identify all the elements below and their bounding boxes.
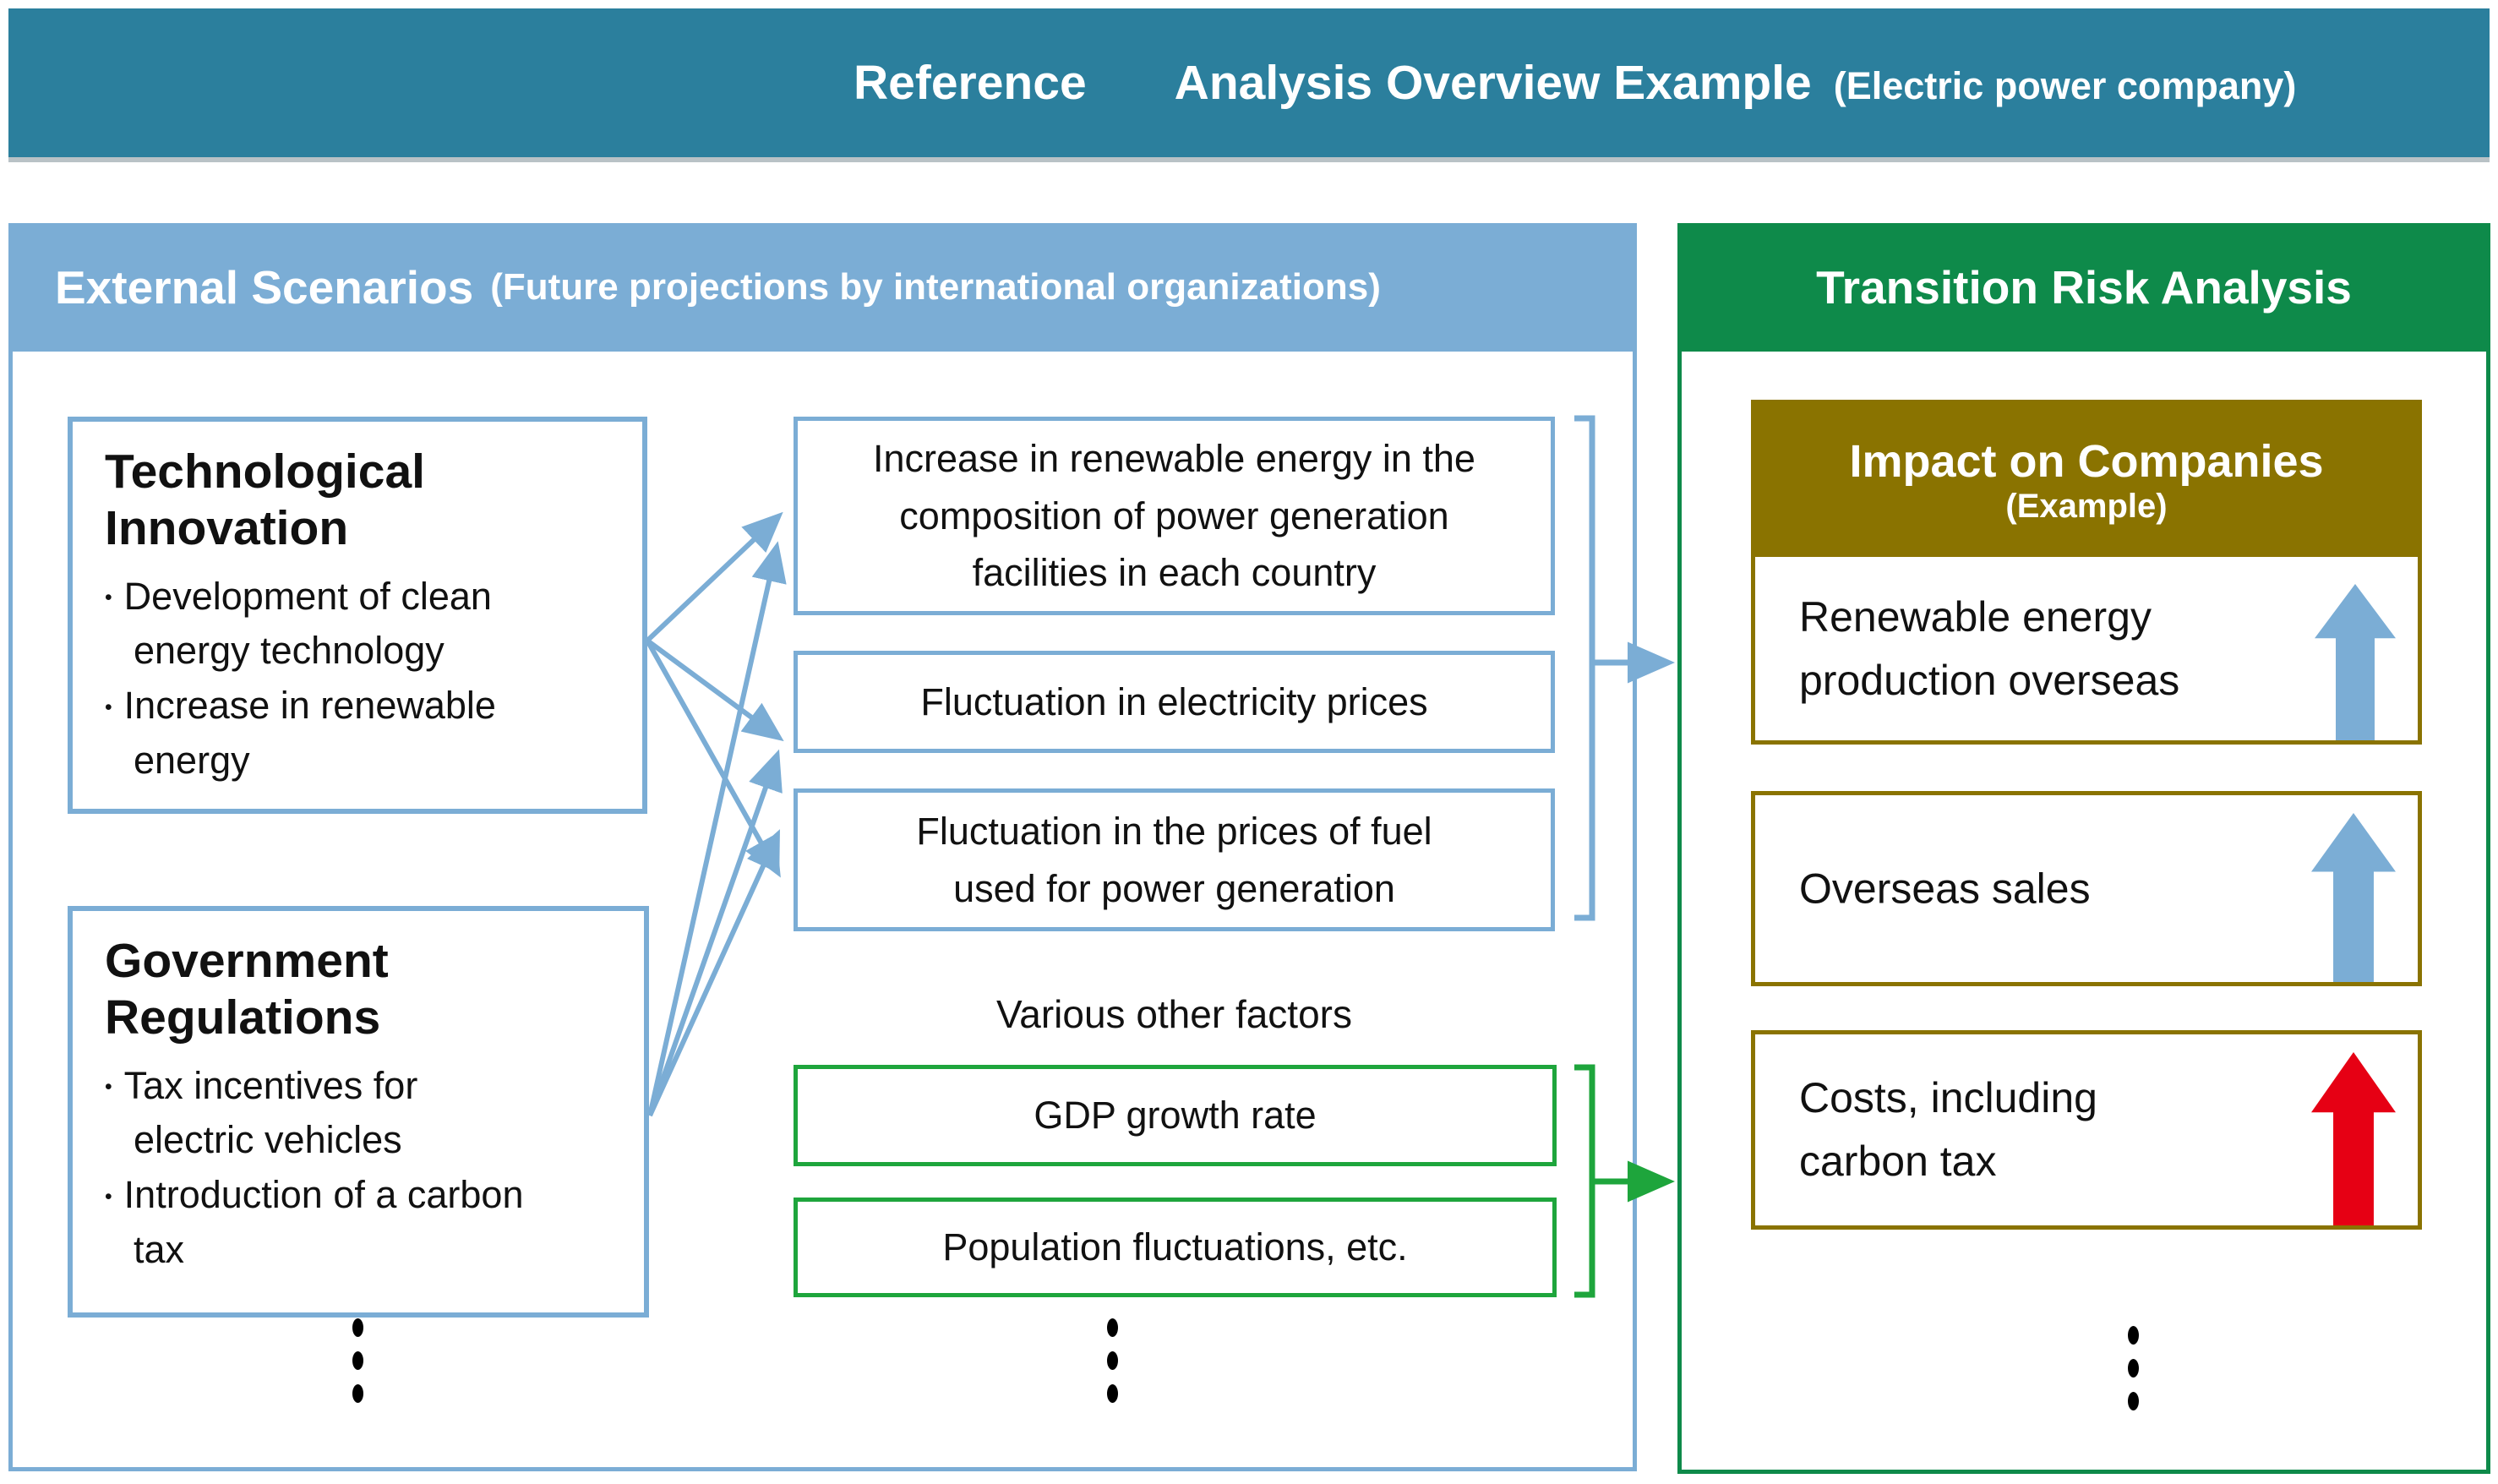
impact-header-title: Impact on Companies: [1849, 435, 2324, 487]
impact-card-renewable-production: Impact on Companies (Example) Renewable …: [1751, 400, 2422, 745]
impact-card-body: Costs, including carbon tax: [1755, 1034, 2418, 1225]
factor-bullet: Increase in renewable energy: [105, 679, 541, 788]
impact-card-body: Renewable energy production overseas: [1755, 557, 2418, 740]
up-arrow-icon: [2311, 813, 2396, 982]
factor-bullet: Tax incentives for electric vehicles: [105, 1059, 543, 1169]
external-scenarios-panel: External Scenarios (Future projections b…: [8, 223, 1637, 1471]
banner-title: Analysis Overview Example: [1174, 56, 1812, 110]
factor-bullet: Development of clean energy technology: [105, 570, 541, 679]
various-other-factors-label: Various other factors: [995, 992, 1352, 1036]
banner-subtitle: (Electric power company): [1833, 64, 2297, 107]
factor-bullet: Introduction of a carbon tax: [105, 1168, 543, 1278]
impact-card-costs-carbon-tax: Costs, including carbon tax: [1751, 1030, 2422, 1230]
impact-label: Renewable energy production overseas: [1799, 592, 2180, 704]
technological-innovation-box: Technological Innovation Development of …: [68, 417, 647, 814]
external-scenarios-header: External Scenarios (Future projections b…: [8, 223, 1637, 352]
ellipsis-dot: [352, 1384, 363, 1403]
ellipsis-right: [2128, 1326, 2139, 1425]
external-scenarios-subtitle: (Future projections by international org…: [490, 266, 1381, 308]
outcome-box-electricity-prices: Fluctuation in electricity prices: [794, 651, 1555, 753]
impact-header-subtitle: (Example): [2005, 488, 2168, 526]
impact-card-overseas-sales: Overseas sales: [1751, 791, 2422, 986]
factor-box-title: Government Regulations: [105, 934, 389, 1045]
ellipsis-dot: [1107, 1318, 1118, 1337]
ellipsis-middle: [1107, 1318, 1118, 1417]
title-banner-row: Reference Analysis Overview Example (Ele…: [854, 55, 2296, 111]
transition-risk-title: Transition Risk Analysis: [1816, 261, 2352, 314]
ellipsis-dot: [2128, 1392, 2139, 1410]
ellipsis-dot: [2128, 1326, 2139, 1345]
external-scenarios-title: External Scenarios: [55, 261, 474, 314]
factor-box-title: Technological Innovation: [105, 445, 425, 556]
banner-reference-label: Reference: [854, 56, 1087, 110]
outcome-box-renewable-composition: Increase in renewable energy in the comp…: [794, 417, 1555, 615]
other-factor-box-population: Population fluctuations, etc.: [794, 1198, 1557, 1297]
up-arrow-icon: [2315, 584, 2396, 740]
ellipsis-dot: [2128, 1359, 2139, 1378]
ellipsis-dot: [352, 1318, 363, 1337]
impact-label: Costs, including carbon tax: [1799, 1074, 2097, 1185]
government-regulations-box: Government Regulations Tax incentives fo…: [68, 906, 649, 1318]
other-factor-box-gdp: GDP growth rate: [794, 1065, 1557, 1166]
impact-label: Overseas sales: [1799, 865, 2091, 912]
ellipsis-dot: [352, 1351, 363, 1370]
ellipsis-dot: [1107, 1384, 1118, 1403]
transition-risk-header: Transition Risk Analysis: [1677, 223, 2490, 352]
impact-on-companies-header: Impact on Companies (Example): [1755, 404, 2418, 557]
transition-risk-panel: Transition Risk Analysis Impact on Compa…: [1677, 223, 2490, 1474]
title-banner: Reference Analysis Overview Example (Ele…: [8, 8, 2490, 162]
ellipsis-dot: [1107, 1351, 1118, 1370]
ellipsis-left: [352, 1318, 363, 1417]
impact-card-body: Overseas sales: [1755, 795, 2418, 982]
up-arrow-icon-red: [2311, 1052, 2396, 1225]
outcome-box-fuel-prices: Fluctuation in the prices of fuel used f…: [794, 788, 1555, 931]
